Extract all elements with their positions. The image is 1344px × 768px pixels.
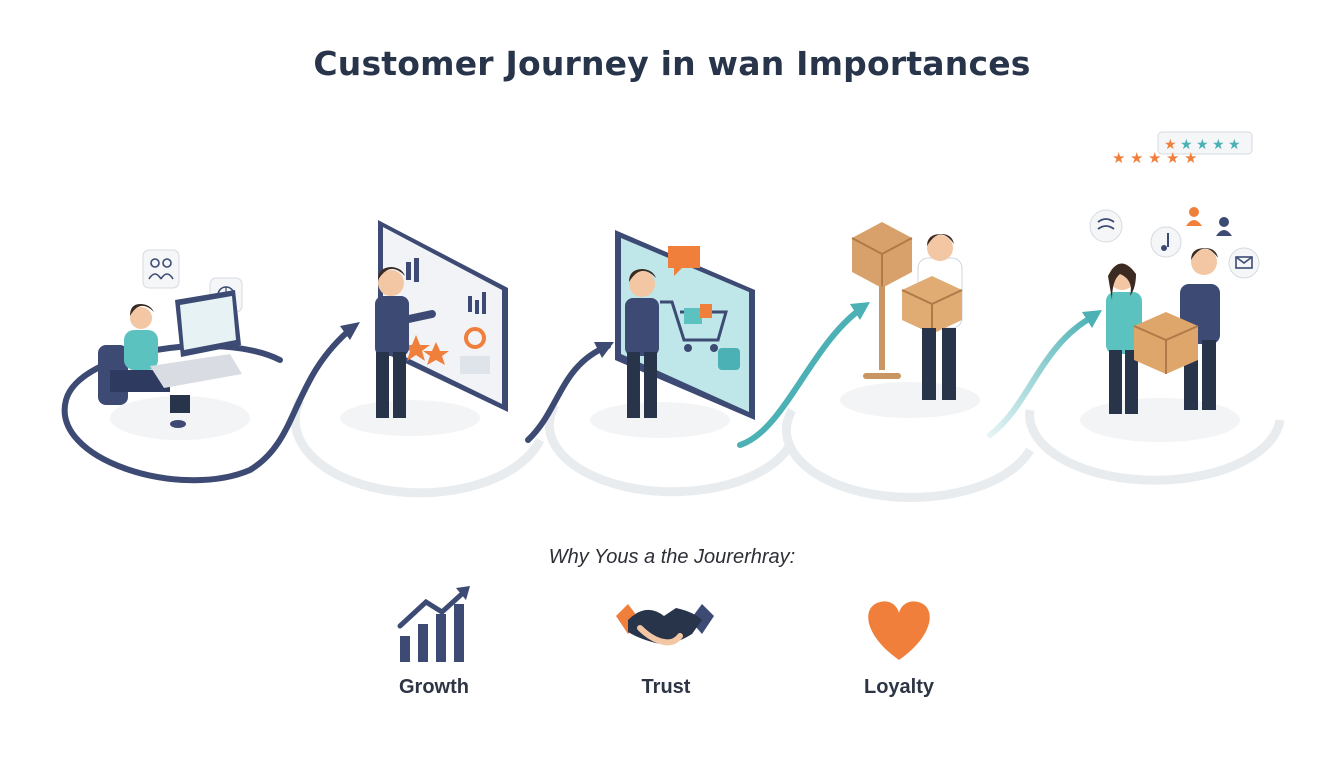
page-title: Customer Journey in wan Importances xyxy=(313,44,1031,83)
svg-text:★: ★ xyxy=(1112,149,1125,167)
svg-text:★: ★ xyxy=(1196,137,1209,153)
euserence-illustration xyxy=(851,222,963,400)
handshake-icon xyxy=(616,604,714,646)
svg-text:★: ★ xyxy=(1180,137,1193,153)
awareness-illustration xyxy=(98,249,243,428)
user-share-icon xyxy=(1186,207,1232,236)
people-icon xyxy=(142,249,180,289)
awareness-loop-arrow xyxy=(61,325,355,484)
svg-text:★: ★ xyxy=(1130,149,1143,167)
svg-text:★: ★ xyxy=(1228,137,1241,153)
music-note-icon xyxy=(1150,226,1182,258)
shopping-cart-icon xyxy=(660,300,728,352)
benefit-label-trust: Trust xyxy=(641,676,691,698)
stage-label-awareness: Awareness xyxy=(123,209,223,230)
stage-floor-shadows xyxy=(110,382,1240,442)
speech-icon xyxy=(1089,209,1123,243)
decision-illustration xyxy=(615,230,755,420)
journey-arrows xyxy=(61,305,1097,484)
chat-bubble-icon xyxy=(668,246,700,276)
benefit-label-loyalty: Loyalty xyxy=(863,676,935,698)
arrow-to-decision xyxy=(525,343,611,443)
arrow-to-euserence xyxy=(737,305,865,448)
stage-platforms xyxy=(290,398,1285,502)
stage-label-consideration: Consideration xyxy=(360,171,488,192)
rating-card xyxy=(1157,131,1253,155)
svg-text:★: ★ xyxy=(1212,137,1225,153)
consideration-illustration xyxy=(375,220,508,418)
stage-label-loyalty-advocacy: Loyalty & Advocacy xyxy=(1076,160,1241,181)
heart-icon xyxy=(868,601,930,660)
arrow-to-loyalty xyxy=(987,313,1097,438)
svg-text:★: ★ xyxy=(1164,137,1177,153)
stage-label-euserence: Euserence xyxy=(868,171,965,192)
svg-text:★: ★ xyxy=(1166,149,1179,167)
orange-stars-icon: ★ ★ ★ ★ ★ xyxy=(1112,149,1197,167)
mail-icon xyxy=(1228,247,1260,279)
svg-text:★: ★ xyxy=(1148,149,1161,167)
rating-stars-icon: ★ ★ ★ ★ ★ xyxy=(1164,137,1241,153)
growth-chart-icon xyxy=(397,586,470,662)
loyalty-illustration: ★ ★ ★ ★ ★ ★ ★ ★ ★ ★ xyxy=(1089,131,1260,414)
svg-text:★: ★ xyxy=(1184,149,1197,167)
arrowheads xyxy=(340,302,1102,358)
benefit-label-growth: Growth xyxy=(399,676,469,698)
why-heading: Why Yous a the Jourerhray: xyxy=(548,546,796,568)
stage-label-decision: Decision xyxy=(631,176,711,197)
